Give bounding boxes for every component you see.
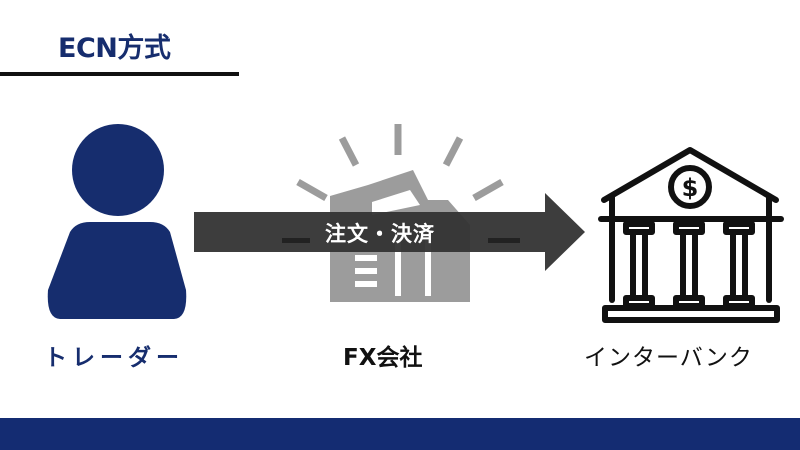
bank-icon [598, 147, 784, 323]
dollar-icon: $ [682, 174, 699, 202]
page-title: ECN方式 [58, 33, 171, 64]
arrow-label: 注文・決済 [325, 222, 435, 246]
flow-arrow [194, 193, 585, 271]
fx-company-label: FX会社 [343, 345, 423, 371]
trader-label: トレーダー [44, 345, 184, 371]
footer-band [0, 418, 800, 450]
title-underline [0, 72, 239, 76]
person-icon [47, 124, 187, 319]
interbank-label: インターバンク [584, 345, 753, 371]
